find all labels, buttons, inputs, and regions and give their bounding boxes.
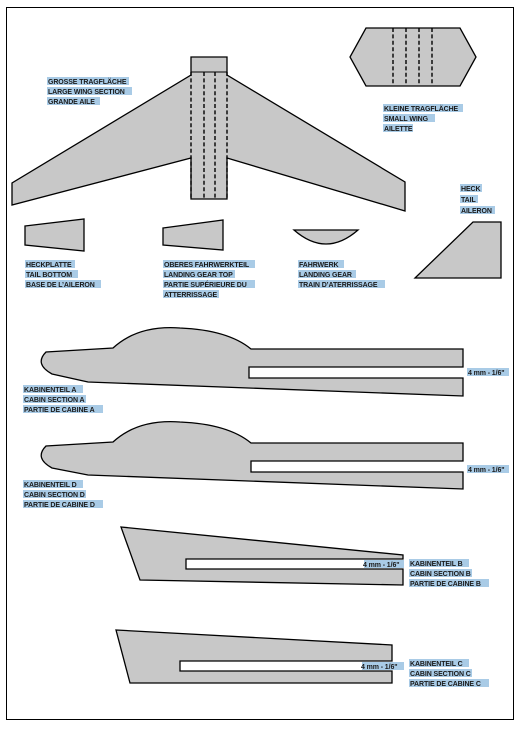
- cabin-d-slot-label: 4 mm - 1/6": [467, 465, 509, 474]
- cabin-c-slot-width: 4 mm - 1/6": [361, 664, 397, 671]
- tail-bottom-label-fr: BASE DE L’AILERON: [26, 282, 95, 289]
- tail-label-fr: AILERON: [461, 208, 492, 215]
- small-wing-part: [349, 27, 477, 87]
- tail-label: HECK TAIL AILERON: [460, 184, 495, 215]
- cabin-b-slot-label: 4 mm - 1/6": [363, 560, 404, 569]
- large-wing-label-de: GROSSE TRAGFLÄCHE: [48, 78, 127, 86]
- cabin-c-label-fr: PARTIE DE CABINE C: [410, 681, 481, 688]
- cabin-b-label-en: CABIN SECTION B: [410, 571, 471, 578]
- cabin-a-label: KABINENTEIL A CABIN SECTION A PARTIE DE …: [23, 385, 103, 414]
- large-wing-label-en: LARGE WING SECTION: [48, 89, 125, 96]
- cabin-b-label-de: KABINENTEIL B: [410, 561, 463, 568]
- landing-gear-top-label-en: LANDING GEAR TOP: [164, 272, 233, 279]
- cabin-c-label-de: KABINENTEIL C: [410, 661, 463, 668]
- cabin-a-label-en: CABIN SECTION A: [24, 397, 85, 404]
- cabin-d-label-de: KABINENTEIL D: [24, 482, 77, 489]
- cabin-c-label: KABINENTEIL C CABIN SECTION C PARTIE DE …: [409, 659, 489, 688]
- landing-gear-top-label-fr2: ATTERRISSAGE: [164, 292, 218, 299]
- cabin-b-part: [120, 526, 404, 586]
- cabin-b-slot-width: 4 mm - 1/6": [363, 562, 399, 569]
- tail-part: [413, 221, 502, 279]
- landing-gear-label: FAHRWERK LANDING GEAR TRAIN D’ATERRISSAG…: [298, 260, 385, 289]
- tail-label-en: TAIL: [461, 197, 476, 204]
- cabin-c-slot-label: 4 mm - 1/6": [361, 662, 404, 671]
- small-wing-label-en: SMALL WING: [384, 116, 429, 123]
- landing-gear-top-label: OBERES FAHRWERKTEIL LANDING GEAR TOP PAR…: [163, 260, 255, 299]
- large-wing-label: GROSSE TRAGFLÄCHE LARGE WING SECTION GRA…: [47, 77, 132, 106]
- cabin-b-label: KABINENTEIL B CABIN SECTION B PARTIE DE …: [409, 559, 489, 588]
- landing-gear-top-part: [162, 219, 224, 251]
- tail-bottom-part: [24, 218, 85, 252]
- cabin-d-label-fr: PARTIE DE CABINE D: [24, 502, 95, 509]
- large-wing-label-fr: GRANDE AILE: [48, 99, 95, 106]
- landing-gear-part: [292, 229, 360, 245]
- large-wing-part: [11, 56, 406, 212]
- sheet-border: [6, 7, 514, 720]
- landing-gear-label-de: FAHRWERK: [299, 262, 339, 269]
- cabin-c-label-en: CABIN SECTION C: [410, 671, 471, 678]
- cabin-b-label-fr: PARTIE DE CABINE B: [410, 581, 481, 588]
- tail-label-de: HECK: [461, 186, 480, 193]
- tail-bottom-label: HECKPLATTE TAIL BOTTOM BASE DE L’AILERON: [25, 260, 101, 289]
- small-wing-label: KLEINE TRAGFLÄCHE SMALL WING AILETTE: [383, 104, 463, 133]
- cabin-a-slot-label: 4 mm - 1/6": [467, 368, 509, 377]
- tail-bottom-label-de: HECKPLATTE: [26, 262, 72, 269]
- cabin-c-part: [115, 629, 393, 684]
- cabin-d-part: [40, 421, 464, 490]
- small-wing-label-de: KLEINE TRAGFLÄCHE: [384, 105, 459, 113]
- cabin-d-slot-width: 4 mm - 1/6": [468, 467, 504, 474]
- cabin-a-part: [40, 327, 464, 397]
- cabin-d-label-en: CABIN SECTION D: [24, 492, 85, 499]
- landing-gear-label-en: LANDING GEAR: [299, 272, 352, 279]
- cabin-a-slot-width: 4 mm - 1/6": [468, 370, 504, 377]
- landing-gear-top-label-de: OBERES FAHRWERKTEIL: [164, 262, 250, 269]
- cabin-d-label: KABINENTEIL D CABIN SECTION D PARTIE DE …: [23, 480, 103, 509]
- tail-bottom-label-en: TAIL BOTTOM: [26, 272, 72, 279]
- cabin-a-label-fr: PARTIE DE CABINE A: [24, 407, 95, 414]
- small-wing-label-fr: AILETTE: [384, 126, 413, 133]
- landing-gear-label-fr: TRAIN D’ATERRISSAGE: [299, 282, 378, 289]
- cabin-a-label-de: KABINENTEIL A: [24, 387, 76, 394]
- landing-gear-top-label-fr1: PARTIE SUPÉRIEURE DU: [164, 280, 247, 289]
